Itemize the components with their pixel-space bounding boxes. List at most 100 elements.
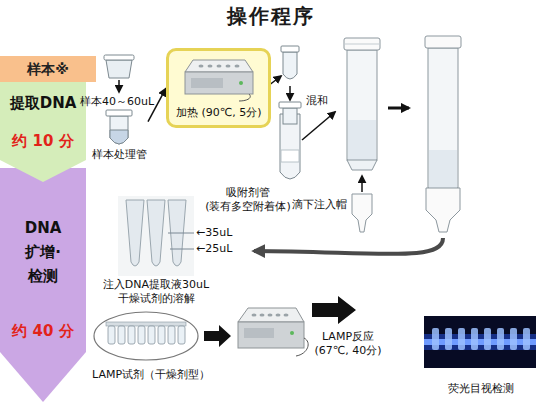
flow-arrow bbox=[361, 176, 363, 192]
band-shape bbox=[0, 82, 86, 182]
level-mark bbox=[168, 233, 194, 234]
heater-well bbox=[284, 314, 289, 317]
heater-device bbox=[185, 72, 253, 94]
heater-panel bbox=[244, 328, 274, 338]
flow-arrow bbox=[118, 80, 120, 92]
glowing-tube bbox=[523, 328, 530, 350]
heater-device bbox=[185, 60, 253, 72]
step-band: DNA 扩增·检测约 40 分 bbox=[0, 168, 86, 402]
reagent-tube bbox=[168, 326, 175, 344]
reagent-tube bbox=[138, 326, 145, 344]
fluorescence-glow bbox=[424, 339, 536, 345]
porous-carrier bbox=[281, 150, 299, 162]
strip-bar bbox=[106, 322, 186, 326]
step-band: 提取DNA 约 10 分 bbox=[0, 82, 86, 182]
flow-arrow bbox=[268, 76, 281, 86]
step-name: DNA 扩增·检测 bbox=[21, 216, 65, 288]
part-caption: 滴下注入帽 bbox=[292, 198, 347, 212]
tube-cap bbox=[425, 36, 461, 48]
tube-liquid bbox=[110, 130, 128, 144]
dropper-cap bbox=[352, 194, 372, 232]
diagram-title: 操作程序 bbox=[0, 3, 542, 30]
heater-well bbox=[198, 65, 203, 68]
reagent-tubes bbox=[108, 326, 185, 344]
heater-box: 加热 (90℃, 5分) bbox=[166, 48, 271, 128]
band-shape bbox=[0, 56, 96, 82]
glowing-tube bbox=[471, 328, 478, 350]
heater-well bbox=[268, 314, 273, 317]
flow-arrow bbox=[388, 107, 409, 110]
curved-arrow bbox=[254, 238, 443, 254]
step-band: 样本※ bbox=[0, 56, 96, 82]
glowing-tube bbox=[510, 328, 517, 350]
volume-label: ←25uL bbox=[196, 242, 232, 256]
tube-liquid bbox=[429, 150, 457, 188]
glowing-tube bbox=[445, 328, 452, 350]
block-arrow bbox=[312, 296, 356, 324]
tube-figure: 样本处理管 bbox=[90, 108, 148, 162]
reagent-tube bbox=[148, 326, 155, 344]
volume-label: ←35uL bbox=[196, 226, 232, 240]
step-caption: 注入DNA提取液30uL 干燥试剂的溶解 bbox=[100, 278, 212, 307]
step-name: 提取DNA bbox=[10, 94, 77, 114]
heater-well bbox=[207, 65, 212, 68]
cap-ridge bbox=[344, 44, 380, 45]
band-shape bbox=[0, 56, 96, 82]
tube-cap bbox=[279, 102, 301, 108]
heater-device bbox=[238, 322, 304, 348]
glowing-tube bbox=[484, 328, 491, 350]
strip-photo bbox=[118, 196, 194, 276]
dropper-cap bbox=[426, 188, 460, 232]
big-tube bbox=[428, 48, 458, 188]
step-name: 样本※ bbox=[27, 60, 69, 78]
glowing-tube bbox=[497, 328, 504, 350]
step-label: LAMP反应 (67℃, 40分) bbox=[310, 330, 386, 359]
flow-connector bbox=[148, 88, 166, 121]
flow-arrow bbox=[289, 86, 291, 100]
result-caption: 荧光目视检测 bbox=[446, 382, 516, 396]
tube-liquid bbox=[348, 120, 376, 160]
heater-well bbox=[225, 65, 230, 68]
heater-led bbox=[290, 331, 294, 335]
strip-tube bbox=[147, 200, 165, 266]
part-caption: 吸附剂管 (装有多空附着体) bbox=[200, 186, 296, 215]
heater-led bbox=[239, 81, 243, 85]
strip-tube bbox=[126, 200, 144, 266]
big-tube bbox=[347, 50, 377, 160]
fluorescence-glow bbox=[424, 334, 536, 350]
tube-cap bbox=[281, 46, 299, 52]
time-label: 约 10 分 bbox=[12, 132, 73, 152]
heater-device bbox=[238, 308, 304, 322]
highlight-oval bbox=[94, 312, 198, 360]
volume-label: 样本40～60uL bbox=[80, 95, 154, 109]
flow-arrow bbox=[302, 112, 335, 140]
reagent-tube bbox=[128, 326, 135, 344]
block-arrow bbox=[204, 325, 231, 347]
glowing-tubes bbox=[432, 328, 530, 350]
fluorescence-photo bbox=[424, 316, 536, 368]
heater-cable bbox=[239, 94, 250, 101]
glowing-tube bbox=[458, 328, 465, 350]
heater-well bbox=[216, 65, 221, 68]
inner-tube bbox=[283, 108, 297, 124]
step-label: 加热 (90℃, 5分) bbox=[176, 106, 261, 120]
heater-wells bbox=[252, 314, 289, 317]
part-caption: 样本处理管 bbox=[92, 148, 147, 162]
band-shape bbox=[0, 168, 86, 402]
tube-body bbox=[110, 116, 128, 144]
heater-well bbox=[252, 314, 257, 317]
sample-cup bbox=[106, 60, 132, 78]
time-label: 约 40 分 bbox=[12, 322, 73, 342]
heater-device bbox=[183, 56, 255, 102]
reagent-tube bbox=[178, 326, 185, 344]
band-shape bbox=[0, 168, 86, 402]
big-tube bbox=[347, 160, 377, 170]
reagent-caption: LAMP试剂（干燥剂型） bbox=[92, 368, 210, 382]
tube-body bbox=[283, 52, 297, 79]
reagent-tube bbox=[118, 326, 125, 344]
